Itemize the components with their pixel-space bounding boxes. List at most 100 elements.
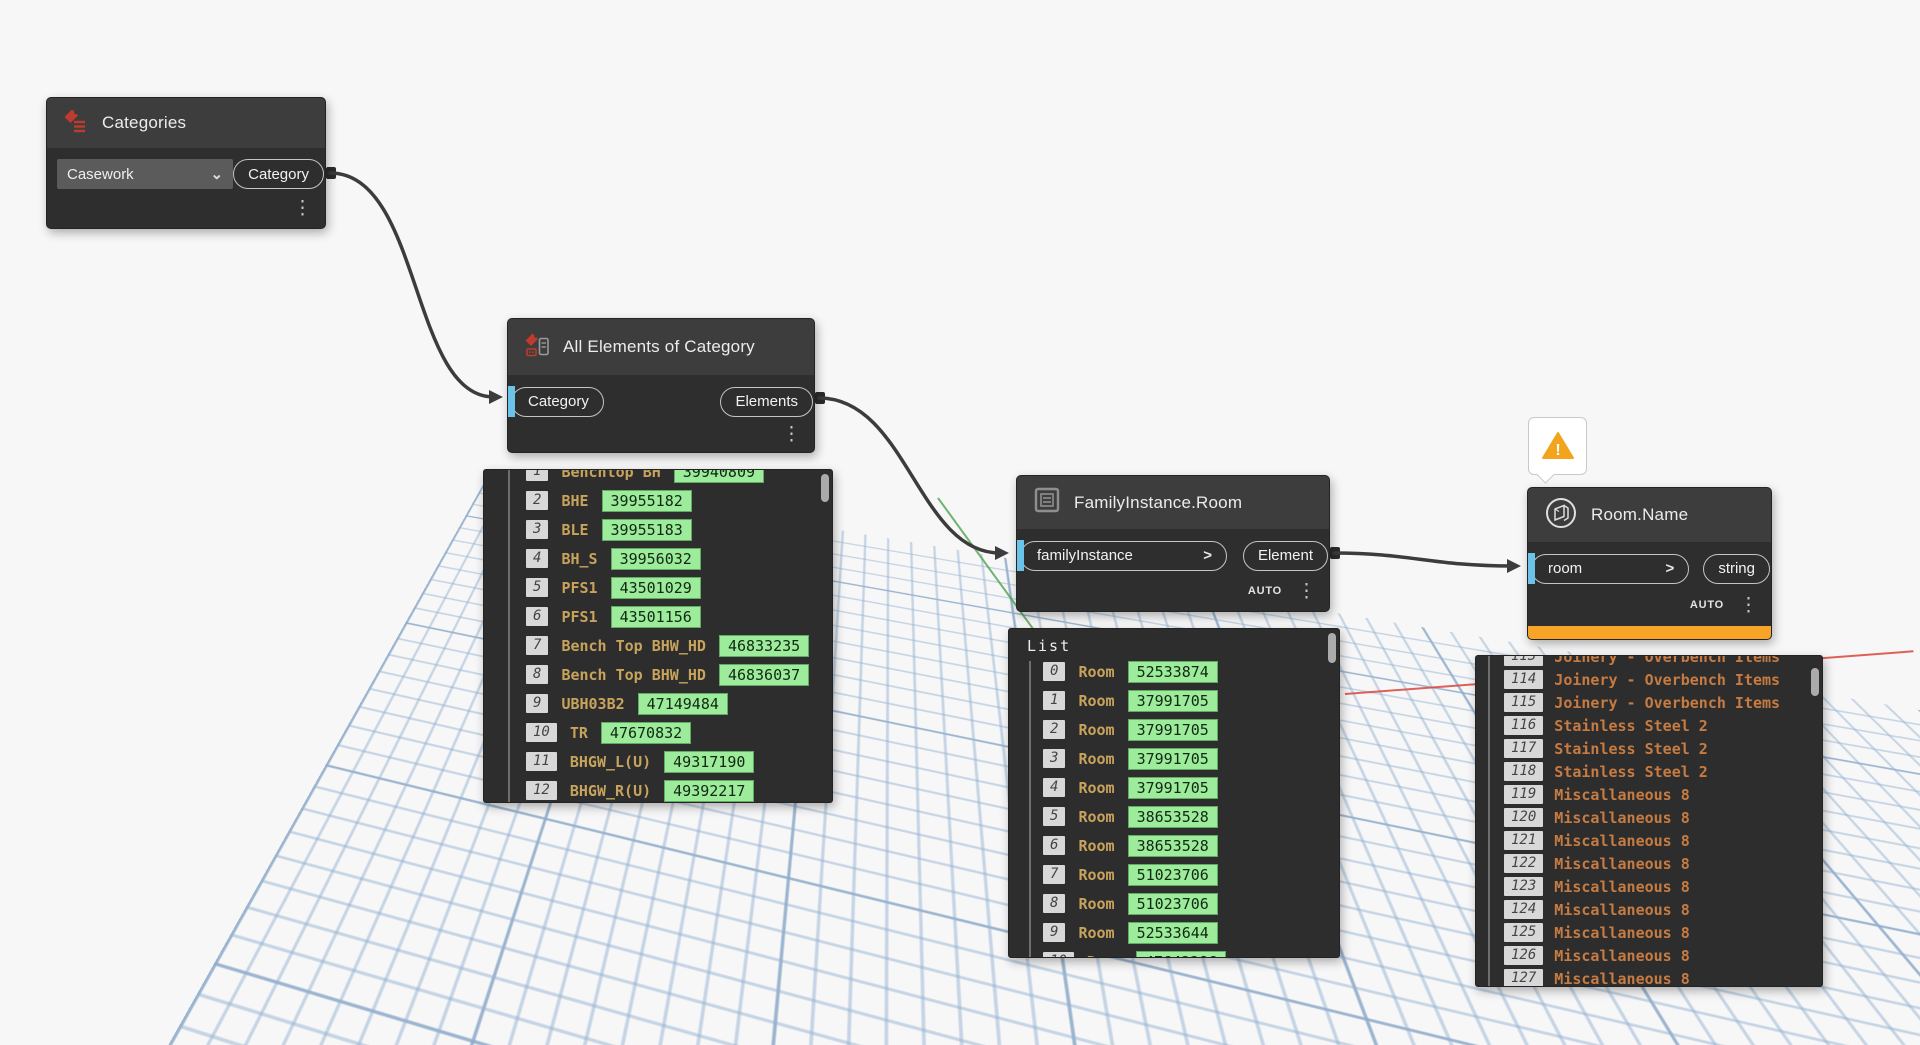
wire-arrowhead [995,546,1009,560]
row-value-badge: 43501156 [610,605,701,628]
row-label: Room [1078,865,1115,884]
output-port-element[interactable]: Element [1242,540,1328,571]
row-label: Room [1078,778,1115,797]
row-index-badge: 4 [1043,778,1066,797]
row-value-badge: 46833235 [718,634,810,657]
input-port-familyinstance[interactable]: familyInstance > [1017,540,1227,571]
row-index-badge: 12 [526,781,557,800]
input-port-category[interactable]: Category [508,386,604,417]
row-label: Room [1078,662,1115,681]
categories-icon [63,108,89,139]
wire-arrowhead [489,390,503,404]
node-all-elements-of-category[interactable]: All Elements of Category Category Elemen… [507,318,815,453]
list-item: 7 Bench Top BHW_HD 46833235 [484,631,832,660]
row-label: BLE [561,520,589,539]
row-label: Stainless Steel 2 [1554,716,1708,735]
row-index-badge: 121 [1504,831,1544,850]
row-label: Joinery - Overbench Items [1554,693,1781,712]
row-index-badge: 115 [1504,693,1544,712]
row-label: Bench Top BHW_HD [561,665,706,684]
row-index-badge: 5 [526,578,549,597]
output-port-string[interactable]: string [1703,553,1770,584]
row-index-badge: 11 [526,752,557,771]
node-header[interactable]: FamilyInstance.Room [1017,476,1329,529]
wire-category-to-allelements[interactable] [328,171,496,399]
row-value-badge: 43501029 [610,576,701,599]
node-categories[interactable]: Categories Casework ⌄ Category ⋮ [46,97,326,229]
scrollbar-thumb[interactable] [1811,668,1819,696]
port-highlight [1017,540,1024,571]
node-header[interactable]: All Elements of Category [508,319,814,375]
node-header[interactable]: Categories [47,98,325,148]
node-familyinstance-room[interactable]: FamilyInstance.Room familyInstance > Ele… [1016,475,1330,612]
node-room-name[interactable]: Room.Name room > string AUTO ⋮ [1527,487,1772,640]
port-label: string [1718,560,1755,577]
context-menu-icon[interactable]: ⋮ [1297,580,1316,602]
list-item: 2 Room 37991705 [1009,715,1339,744]
chevron-down-icon: ⌄ [210,166,224,183]
context-menu-icon[interactable]: ⋮ [1739,594,1758,616]
input-port-room[interactable]: room > [1528,553,1690,584]
row-label: Room [1078,691,1115,710]
row-value-badge: 52533874 [1127,660,1218,683]
list-header: List [1027,637,1072,655]
context-menu-icon[interactable]: ⋮ [293,198,312,219]
port-label: Category [248,165,309,183]
indent-guide [508,470,510,802]
preview-bubble-room-names[interactable]: 113 Joinery - Overbench Items 114 Joiner… [1475,655,1823,987]
list-item: 2 BHE 39955182 [484,486,832,515]
warning-bubble[interactable]: ! [1528,417,1587,484]
row-value-badge: 37991705 [1127,747,1218,770]
node-header[interactable]: Room.Name [1528,488,1771,542]
preview-bubble-elements[interactable]: 1 Benchtop BH 39940809 2 BHE 39955182 3 … [483,469,833,803]
list-item: 119 Miscallaneous 8 [1476,783,1822,806]
row-label: PFS1 [561,607,598,626]
row-label: Room [1078,807,1115,826]
list-item: 127 Miscallaneous 8 [1476,967,1822,986]
row-value-badge: 39940809 [673,470,765,483]
list-item: 10 Room 47642286 [1009,947,1339,957]
preview-bubble-rooms[interactable]: List 0 Room 52533874 1 Room 37991705 2 [1008,628,1340,958]
row-value-badge: 47670832 [600,721,692,744]
node-title: All Elements of Category [563,337,755,356]
row-index-badge: 117 [1504,739,1544,758]
scrollbar-thumb[interactable] [1328,633,1336,663]
row-index-badge: 116 [1504,716,1544,735]
list-item: 117 Stainless Steel 2 [1476,737,1822,760]
row-index-badge: 4 [526,549,549,568]
lacing-indicator[interactable]: AUTO [1689,599,1724,611]
default-value-marker: > [1203,547,1212,564]
scrollbar-thumb[interactable] [821,474,829,502]
row-value-badge: 38653528 [1127,834,1218,857]
list-item: 3 Room 37991705 [1009,744,1339,773]
list-item: 8 Bench Top BHW_HD 46836037 [484,660,832,689]
dropdown-value: Casework [67,165,134,183]
row-label: UBH03B2 [561,694,625,713]
wire-elements-to-familyinstance[interactable] [817,396,1002,555]
row-index-badge: 0 [1043,662,1066,681]
output-port-category[interactable]: Category [233,159,324,189]
list-item: 5 Room 38653528 [1009,802,1339,831]
list-item: 120 Miscallaneous 8 [1476,806,1822,829]
wire-element-to-room[interactable] [1332,551,1514,568]
row-index-badge: 2 [526,491,549,510]
list-item: 114 Joinery - Overbench Items [1476,668,1822,691]
row-value-badge: 52533644 [1127,921,1218,944]
wire-arrowhead [1507,559,1521,573]
lacing-indicator[interactable]: AUTO [1247,585,1282,597]
port-label: familyInstance [1037,547,1133,564]
row-index-badge: 2 [1043,720,1066,739]
category-dropdown[interactable]: Casework ⌄ [57,159,234,189]
row-index-badge: 122 [1504,854,1544,873]
row-label: Joinery - Overbench Items [1554,670,1781,689]
list-item: 126 Miscallaneous 8 [1476,944,1822,967]
context-menu-icon[interactable]: ⋮ [782,424,801,445]
port-label: Element [1257,547,1313,564]
room-icon [1544,496,1578,535]
output-port-elements[interactable]: Elements [720,386,813,417]
row-label: Benchtop BH [561,469,661,481]
node-title: Categories [102,113,187,132]
row-label: Room [1078,923,1115,942]
family-instance-icon [1033,486,1061,519]
